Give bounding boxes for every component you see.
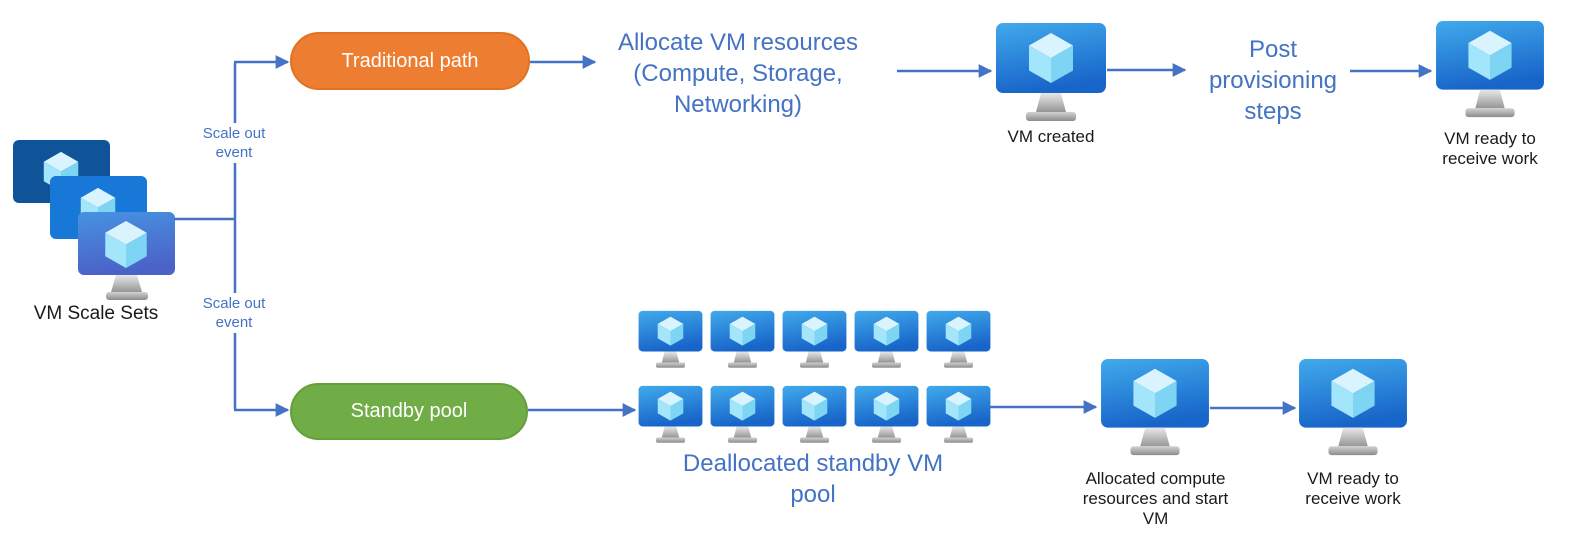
standby-vm-icon [854, 385, 919, 447]
allocated-vm-label: Allocated compute resources and start VM [1082, 469, 1229, 528]
standby-vm-icon [926, 310, 991, 372]
standby-vm-icon [638, 310, 703, 372]
standby-pool-row-2 [638, 385, 991, 447]
standby-vm-icon [854, 310, 919, 372]
standby-pool-box: Standby pool [290, 383, 528, 440]
scale-out-event-bottom-label: Scale out event [195, 293, 273, 333]
standby-pool-box-label: Standby pool [350, 400, 468, 422]
vm-ready-bottom-label: VM ready to receive work [1305, 469, 1401, 508]
traditional-path-box-label: Traditional path [341, 49, 479, 72]
standby-vm-icon [782, 385, 847, 447]
standby-vm-icon [782, 310, 847, 372]
standby-vm-icon [710, 385, 775, 447]
traditional-path-box: Traditional path [290, 32, 530, 90]
vm-scale-sets-icon [13, 140, 175, 300]
standby-vm-icon [710, 310, 775, 372]
standby-pool-row-1 [638, 310, 991, 372]
allocate-vm-resources-text: Allocate VM resources (Compute, Storage,… [617, 29, 859, 118]
vm-ready-top-label: VM ready to receive work [1442, 129, 1538, 168]
vm-created-label: VM created [1007, 127, 1095, 146]
deallocated-pool-label: Deallocated standby VM pool [682, 450, 944, 508]
post-provisioning-text: Post provisioning steps [1208, 36, 1338, 125]
standby-vm-icon [926, 385, 991, 447]
vm-scale-sets-label: VM Scale Sets [33, 303, 159, 324]
standby-vm-icon [638, 385, 703, 447]
scale-out-event-top-label: Scale out event [195, 123, 273, 163]
